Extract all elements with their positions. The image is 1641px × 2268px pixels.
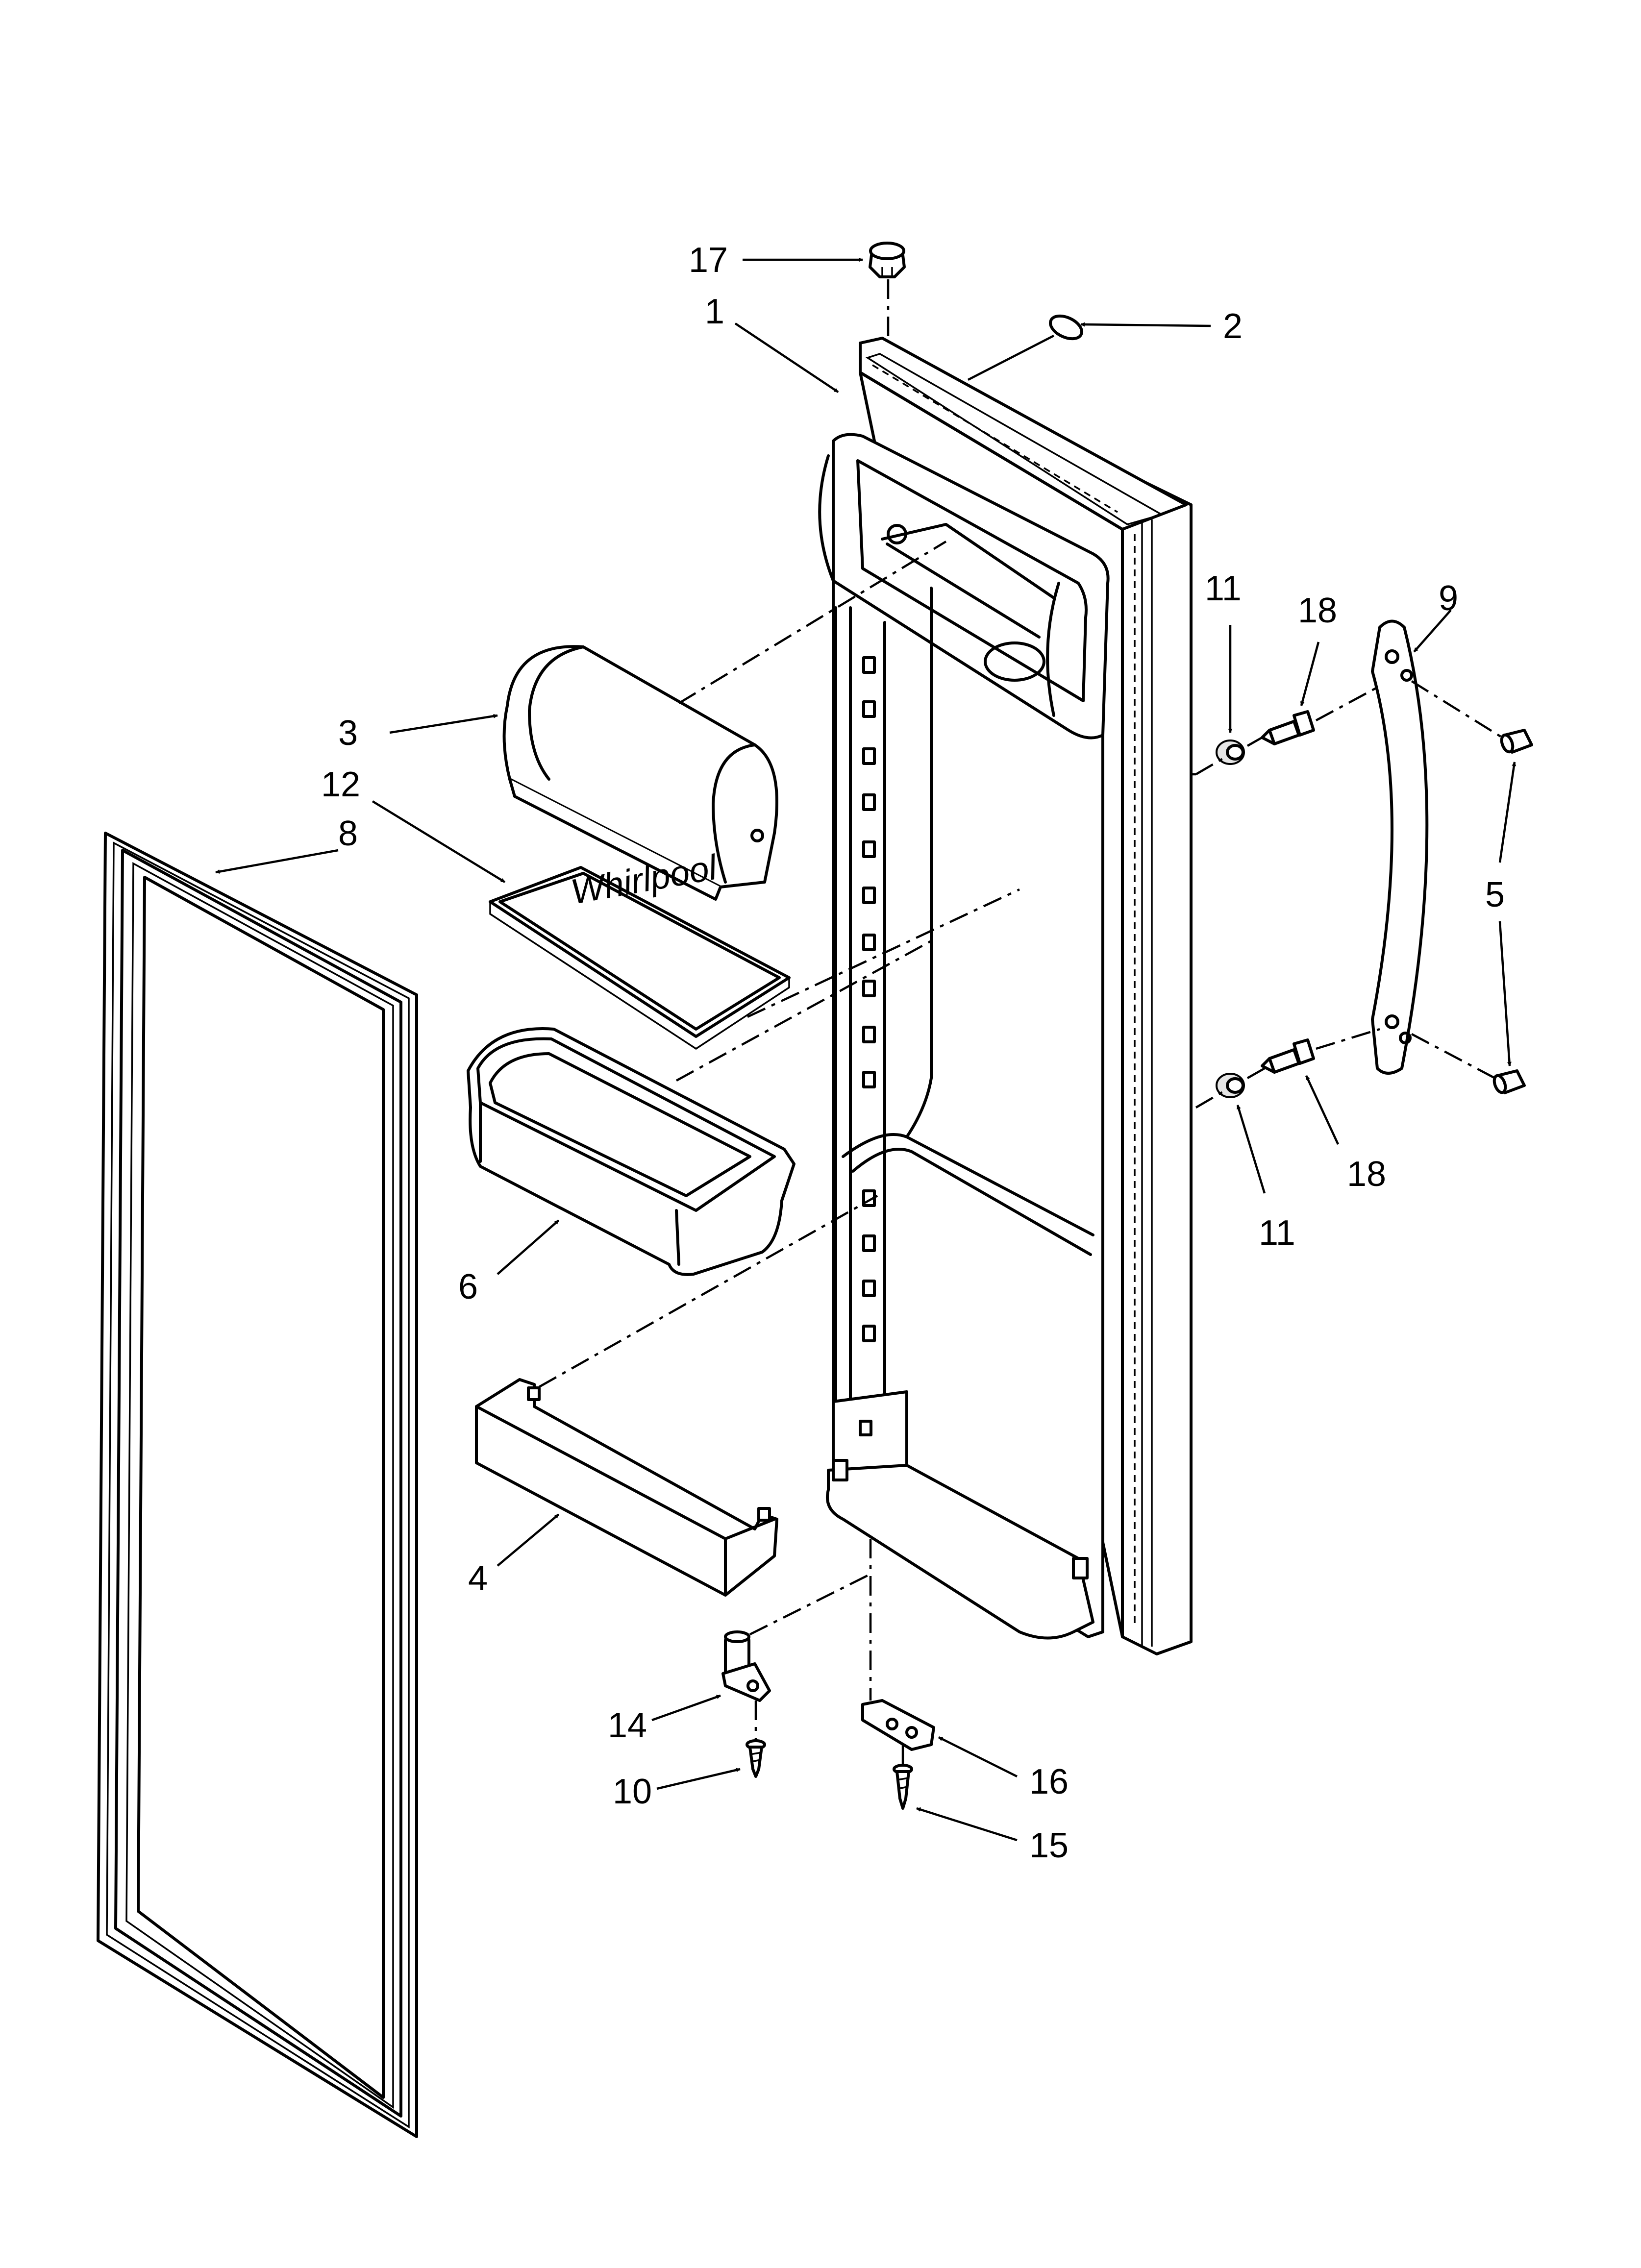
set-screw-lower — [1492, 1069, 1526, 1094]
callout-9: 9 — [1439, 579, 1458, 618]
screw-15 — [893, 1764, 913, 1810]
callout-8: 8 — [338, 814, 358, 853]
callout-18-lower: 18 — [1347, 1155, 1386, 1194]
spacer-lower — [1216, 1073, 1245, 1098]
door-bin — [467, 1027, 796, 1276]
ring — [967, 314, 1083, 381]
handle-screw-upper — [1261, 710, 1315, 745]
callout-2: 2 — [1223, 307, 1243, 346]
callout-11-upper: 11 — [1205, 569, 1242, 608]
assembly-lines — [538, 541, 1503, 1764]
callout-11-lower: 11 — [1259, 1213, 1295, 1253]
callout-17: 17 — [689, 241, 728, 280]
callout-6: 6 — [458, 1267, 478, 1307]
door-plug — [869, 242, 906, 343]
hinge-plate — [861, 1699, 935, 1751]
callout-labels: 17 1 2 3 12 8 11 18 9 5 18 11 6 4 14 10 … — [321, 241, 1505, 1865]
callout-14: 14 — [608, 1706, 647, 1745]
callout-15: 15 — [1029, 1826, 1069, 1865]
callout-1: 1 — [705, 292, 724, 331]
shelf-clips — [862, 656, 876, 1342]
handle-screw-lower — [1261, 1038, 1315, 1074]
door-shelf — [475, 1378, 778, 1597]
callout-10: 10 — [613, 1772, 652, 1811]
dispenser-cover — [502, 645, 778, 901]
callout-18-upper: 18 — [1298, 591, 1337, 630]
set-screw-upper — [1500, 729, 1533, 754]
callout-4: 4 — [468, 1559, 488, 1598]
screw-10 — [746, 1701, 766, 1778]
leader-lines — [215, 257, 1517, 1842]
callout-12: 12 — [321, 765, 360, 804]
door-liner — [818, 337, 1193, 1655]
door-handle — [1371, 619, 1429, 1075]
callout-16: 16 — [1029, 1762, 1069, 1801]
hinge-pin — [721, 1630, 771, 1702]
door-gasket — [97, 832, 418, 2138]
callout-3: 3 — [338, 714, 358, 753]
spacer-upper — [1216, 740, 1245, 765]
callout-5: 5 — [1485, 875, 1505, 914]
